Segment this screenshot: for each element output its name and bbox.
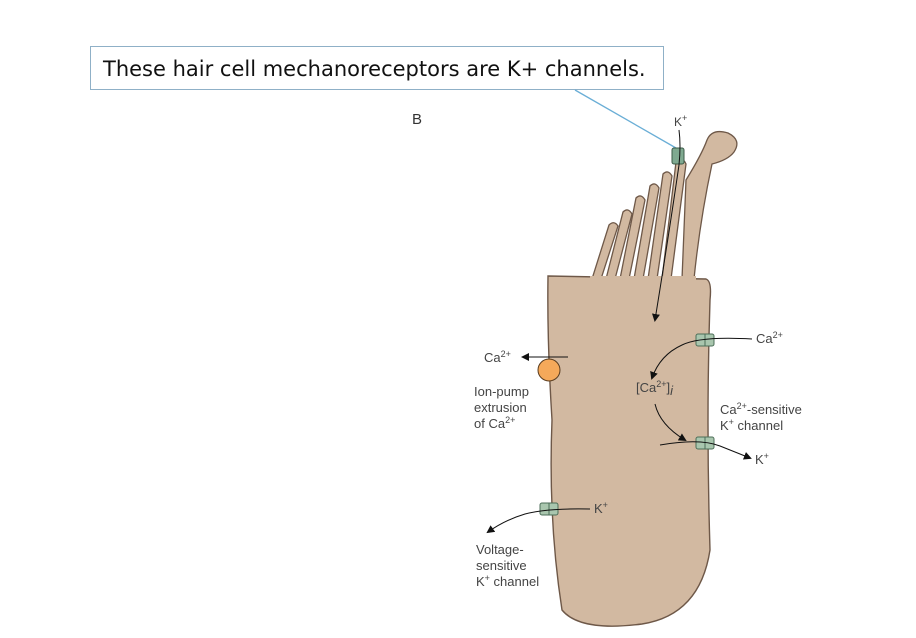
k-efflux-right-arrow: [659, 441, 752, 460]
ca-internal-label: [Ca2+]i: [636, 379, 674, 398]
ion-pump: [537, 358, 561, 382]
voltage-label-2: sensitive: [476, 558, 527, 573]
k-label-top: K+: [674, 113, 687, 129]
ca-label-right: Ca2+: [756, 330, 783, 346]
ca-to-channel-arrow: [654, 403, 687, 442]
hair-cell-body: [547, 275, 712, 627]
voltage-label-3: K+ channel: [476, 573, 539, 589]
calcium-influx-arrow: [650, 337, 753, 380]
stereocilium-3: [619, 195, 646, 280]
k-label-right: K+: [755, 451, 769, 467]
pump-label-2: extrusion: [474, 400, 527, 415]
k-influx-arrow: [652, 129, 681, 322]
ca-sensitive-label-2: K+ channel: [720, 417, 783, 433]
k-label-voltage: K+: [594, 500, 608, 516]
k-efflux-voltage-arrow: [486, 508, 591, 534]
pump-label-3: of Ca2+: [474, 415, 515, 431]
stereocilia-bundle: [591, 158, 687, 280]
callout-pointer-line: [574, 89, 677, 149]
callout-box: These hair cell mechanoreceptors are K+ …: [90, 46, 664, 90]
stereocilium-kinocilium: [681, 130, 738, 280]
ca-sensitive-label-1: Ca2+-sensitive: [720, 401, 802, 417]
mechanoreceptor-channel: [671, 147, 685, 165]
pump-label-1: Ion-pump: [474, 384, 529, 399]
voltage-label-1: Voltage-: [476, 542, 524, 557]
stereocilium-1: [591, 222, 619, 280]
panel-label: B: [412, 111, 422, 128]
stereocilium-2: [605, 209, 633, 280]
ca-label-left: Ca2+: [484, 349, 511, 365]
stereocilium-5: [647, 171, 673, 280]
callout-text: These hair cell mechanoreceptors are K+ …: [103, 57, 646, 81]
stereocilium-4: [633, 183, 660, 280]
